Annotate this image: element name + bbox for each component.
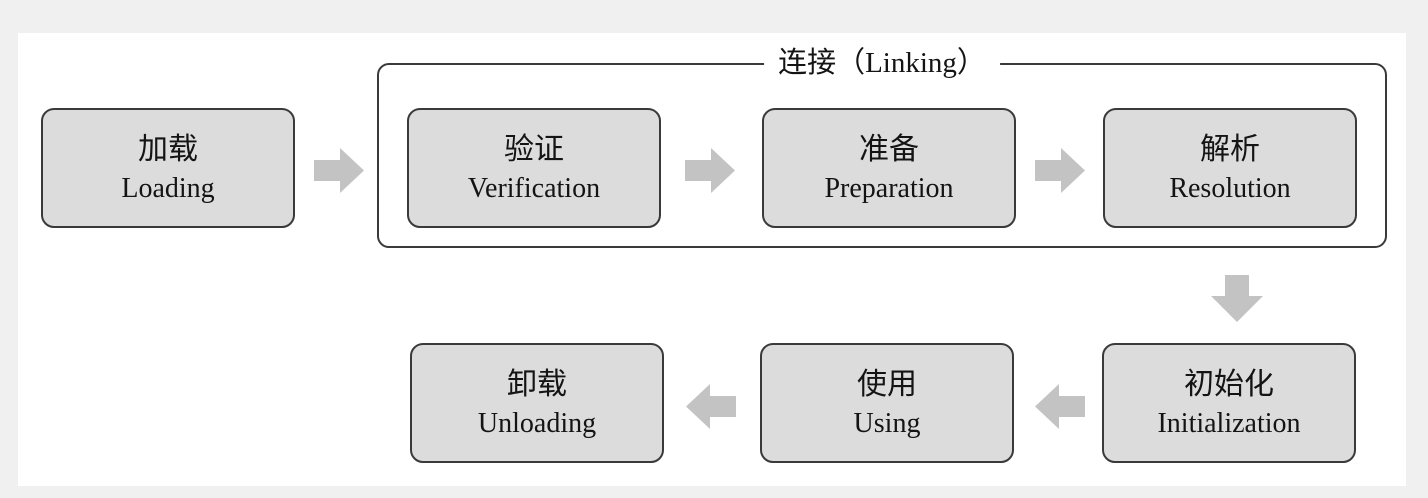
arrow-left-icon (686, 384, 736, 429)
stage-box-initialization: 初始化 Initialization (1102, 343, 1356, 463)
arrow-right-icon (685, 148, 735, 193)
stage-label-zh: 使用 (857, 367, 917, 401)
stage-label-zh: 加载 (138, 132, 198, 166)
stage-label-zh: 准备 (859, 132, 919, 166)
stage-label-en: Resolution (1169, 172, 1291, 204)
arrow-right-icon (314, 148, 364, 193)
stage-label-zh: 验证 (504, 132, 564, 166)
stage-box-preparation: 准备 Preparation (762, 108, 1016, 228)
stage-box-verification: 验证 Verification (407, 108, 661, 228)
stage-box-resolution: 解析 Resolution (1103, 108, 1357, 228)
stage-label-en: Unloading (477, 407, 597, 439)
stage-label-zh: 初始化 (1184, 367, 1274, 401)
stage-label-en: Preparation (824, 172, 954, 204)
stage-label-en: Using (853, 407, 921, 439)
stage-box-unloading: 卸载 Unloading (410, 343, 664, 463)
stage-label-zh: 解析 (1200, 132, 1260, 166)
arrow-down-icon (1211, 275, 1263, 322)
linking-group-box: 连接（Linking） (377, 45, 1387, 248)
stage-label-en: Initialization (1157, 407, 1301, 439)
stage-box-using: 使用 Using (760, 343, 1014, 463)
stage-label-en: Verification (467, 172, 601, 204)
stage-box-loading: 加载 Loading (41, 108, 295, 228)
arrow-right-icon (1035, 148, 1085, 193)
stage-label-en: Loading (121, 172, 215, 204)
linking-group-label: 连接（Linking） (764, 45, 1000, 82)
arrow-left-icon (1035, 384, 1085, 429)
stage-label-zh: 卸载 (507, 367, 567, 401)
